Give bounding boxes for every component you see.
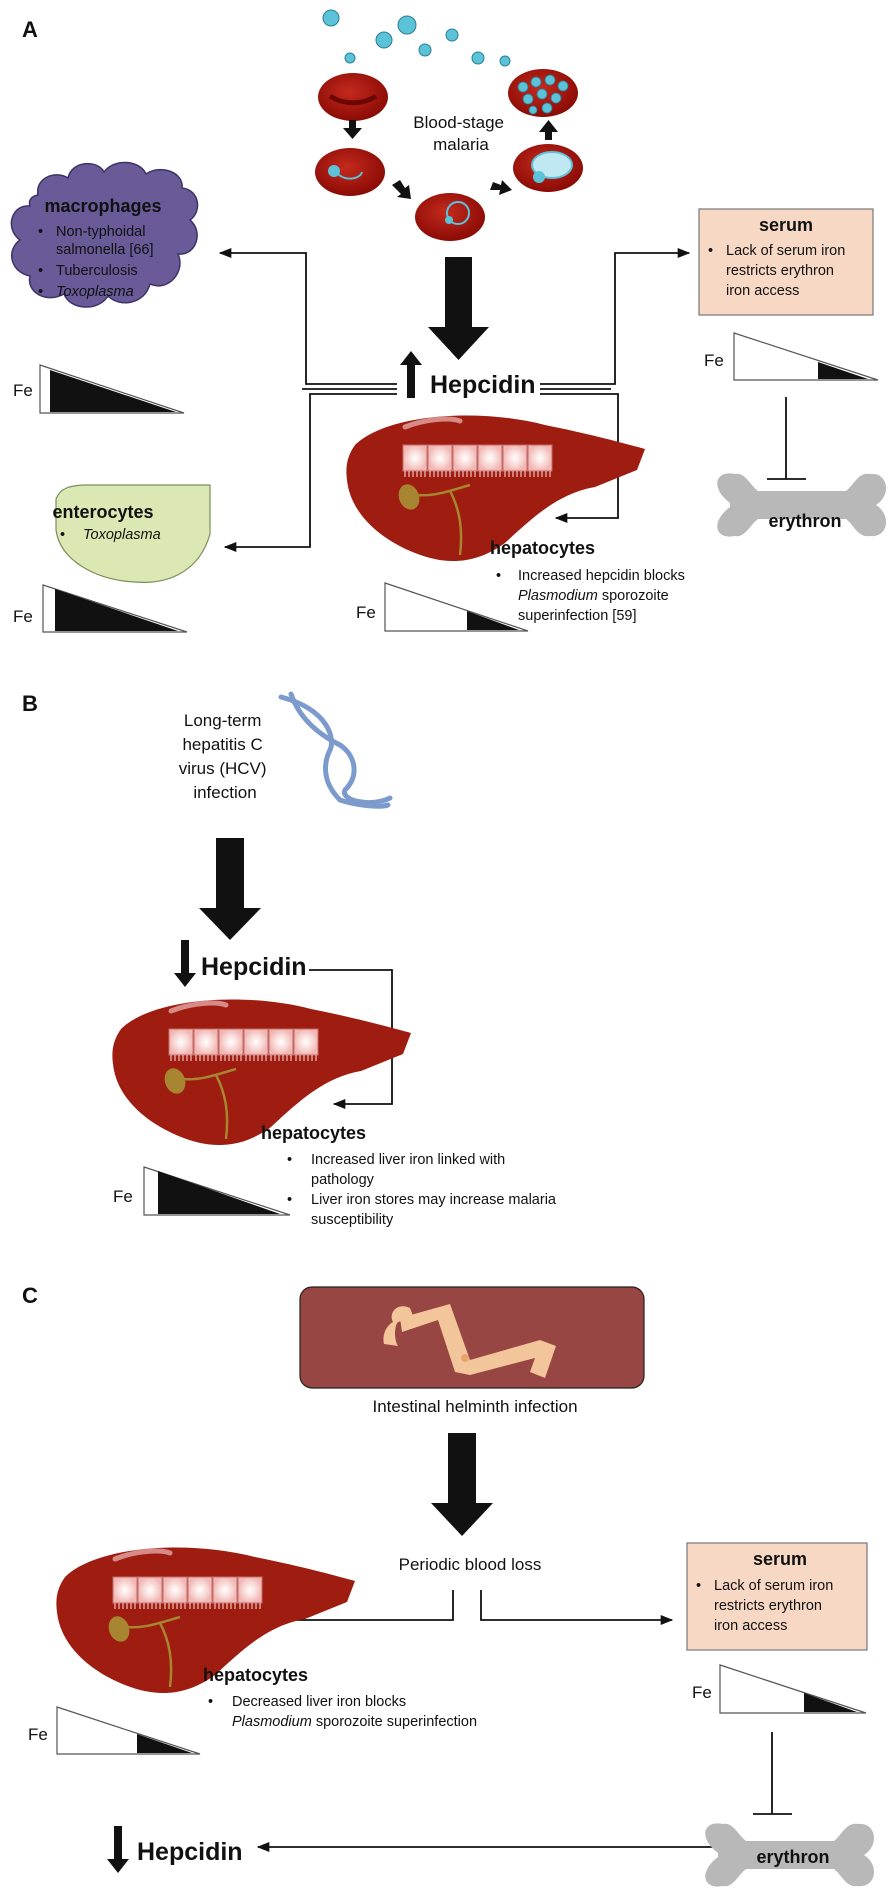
serum-c-bullet: • (696, 1578, 701, 1594)
hepatocytes-a-bullet: • (496, 568, 501, 584)
serum-box-a: serum • Lack of serum iron restricts ery… (698, 208, 874, 316)
hepatocytes-c-fe-gauge: Fe (28, 1706, 201, 1755)
malaria-label: Blood-stage malaria (413, 113, 508, 154)
erythron-a-label: erythron (768, 511, 841, 531)
hepatocytes-a: hepatocytes • Increased hepcidin blocks … (490, 538, 685, 624)
hepcidin-increase-arrow (400, 351, 422, 398)
helminth-label: Intestinal helminth infection (372, 1397, 577, 1416)
serum-a-fe-gauge: Fe (704, 332, 879, 381)
hepatocytes-b-item-1b: pathology (311, 1172, 375, 1188)
hepatocytes-c-line-1: Decreased liver iron blocks (232, 1694, 406, 1710)
hepatocytes-b-item-2b: susceptibility (311, 1212, 394, 1228)
hepatocytes-b-fe-label: Fe (113, 1187, 133, 1206)
helminth-box (299, 1286, 645, 1389)
hepcidin-decrease-arrow-c (107, 1826, 129, 1873)
serum-a-line-1: Lack of serum iron (726, 243, 845, 259)
panel-c-connectors (256, 1590, 750, 1853)
hepatocytes-c-bullet: • (208, 1694, 213, 1710)
erythron-bone-a: erythron (717, 473, 887, 537)
rbc-uninfected (318, 73, 388, 121)
serum-c-title: serum (753, 1549, 807, 1569)
serum-c-line-3: iron access (714, 1618, 787, 1634)
hepatocytes-b-item-1a: Increased liver iron linked with (311, 1152, 505, 1168)
panel-c-letter: C (22, 1283, 38, 1308)
hepatocytes-a-fe-label: Fe (356, 603, 376, 622)
hepatocytes-c-title: hepatocytes (203, 1665, 308, 1685)
serum-box-c: serum • Lack of serum iron restricts ery… (686, 1542, 868, 1651)
rbc-ring-stage (315, 148, 385, 196)
serum-a-title: serum (759, 215, 813, 235)
enterocytes-cell: enterocytes • Toxoplasma (52, 484, 211, 583)
serum-c-fe-gauge: Fe (692, 1664, 867, 1714)
malaria-to-hepcidin-arrow (428, 257, 489, 360)
rbc-schizont (513, 144, 583, 192)
hepatocytes-a-fe-gauge: Fe (356, 582, 529, 632)
serum-erythron-inhibition-c (753, 1732, 792, 1815)
hcv-rna-strand-icon (278, 691, 393, 809)
malaria-cycle-arrows (343, 120, 558, 199)
macrophages-fe-label: Fe (13, 381, 33, 400)
enterocytes-bullet: • (60, 527, 65, 543)
hepatocytes-b-fe-gauge: Fe (113, 1166, 291, 1216)
macrophages-item-3: Toxoplasma (56, 284, 134, 300)
hepatocytes-b-item-2a: Liver iron stores may increase malaria (311, 1192, 557, 1208)
enterocytes-fe-label: Fe (13, 607, 33, 626)
erythron-c-label: erythron (756, 1847, 829, 1867)
macrophages-title: macrophages (44, 196, 161, 216)
serum-c-line-1: Lack of serum iron (714, 1578, 833, 1594)
rbc-trophozoite (415, 193, 485, 241)
enterocytes-fe-gauge: Fe (13, 584, 188, 633)
hepatocytes-a-line-2: Plasmodium sporozoite (518, 588, 669, 604)
free-merozoites (322, 9, 511, 67)
panel-a-connectors (218, 247, 691, 553)
hepatocytes-a-title: hepatocytes (490, 538, 595, 558)
panel-b-hepcidin: Hepcidin (201, 953, 307, 981)
panel-b-letter: B (22, 691, 38, 716)
hepatocytes-c: hepatocytes • Decreased liver iron block… (203, 1665, 477, 1730)
macrophages-bullet-2: • (38, 263, 43, 279)
hepatocytes-a-line-1: Increased hepcidin blocks (518, 568, 685, 584)
hcv-label: Long-term hepatitis C virus (HCV) infect… (179, 711, 272, 802)
enterocytes-item: Toxoplasma (83, 527, 161, 543)
serum-a-line-3: iron access (726, 283, 799, 299)
serum-a-bullet: • (708, 243, 713, 259)
macrophages-item-2: Tuberculosis (56, 263, 138, 279)
hepatocytes-c-line-2: Plasmodium sporozoite superinfection (232, 1714, 477, 1730)
serum-c-fe-label: Fe (692, 1683, 712, 1702)
hepatocytes-a-line-3: superinfection [59] (518, 608, 637, 624)
macrophages-bullet-3: • (38, 284, 43, 300)
panel-a-letter: A (22, 17, 38, 42)
helminth-to-blood-loss-arrow (431, 1433, 493, 1536)
hepatocytes-b-bullet-1: • (287, 1152, 292, 1168)
hepatocytes-b-bullet-2: • (287, 1192, 292, 1208)
hepatocytes-c-fe-label: Fe (28, 1725, 48, 1744)
macrophages-item-1a: Non-typhoidal (56, 224, 145, 240)
rbc-rupturing (508, 69, 578, 117)
macrophages-bullet-1: • (38, 224, 43, 240)
panel-a-hepcidin: Hepcidin (430, 371, 536, 399)
serum-erythron-inhibition-a (767, 397, 806, 480)
hepatocytes-b-title: hepatocytes (261, 1123, 366, 1143)
serum-a-line-2: restricts erythron (726, 263, 834, 279)
blood-loss-label: Periodic blood loss (399, 1555, 542, 1574)
hepcidin-decrease-arrow (174, 940, 196, 987)
macrophages-fe-gauge: Fe (13, 364, 185, 414)
serum-a-fe-label: Fe (704, 351, 724, 370)
hcv-to-hepcidin-arrow (199, 838, 261, 940)
enterocytes-title: enterocytes (52, 502, 153, 522)
panel-c-hepcidin: Hepcidin (137, 1838, 243, 1866)
erythron-bone-c: erythron (705, 1823, 875, 1887)
macrophages-cloud: macrophages • Non-typhoidal salmonella [… (10, 161, 199, 308)
macrophages-item-1b: salmonella [66] (56, 242, 154, 258)
hepatocytes-b: hepatocytes • Increased liver iron linke… (261, 1123, 557, 1228)
serum-c-line-2: restricts erythron (714, 1598, 822, 1614)
